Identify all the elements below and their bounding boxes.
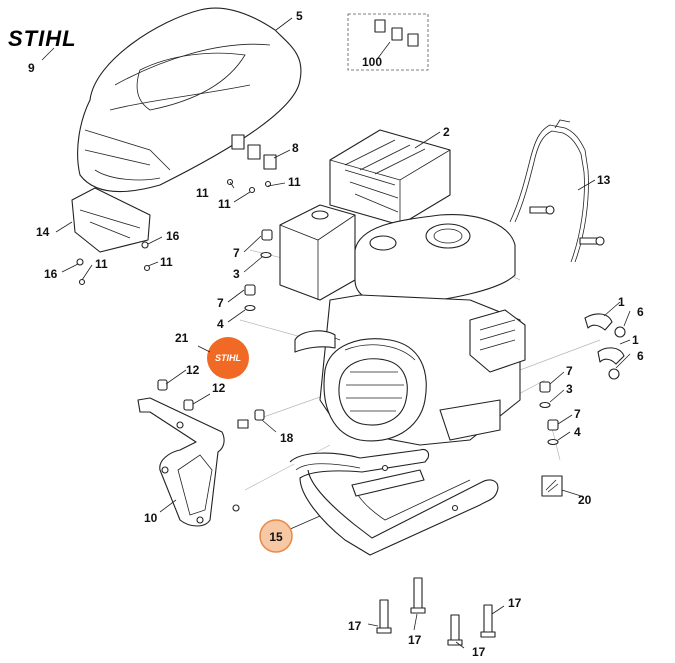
mounts-left: [244, 229, 273, 312]
callout-11: 11: [160, 255, 173, 269]
callout-6: 6: [637, 305, 644, 319]
callout-12: 12: [186, 363, 200, 377]
callout-11: 11: [218, 197, 231, 211]
engine: [279, 129, 526, 446]
leader-lines: [41, 17, 631, 649]
callout-17: 17: [408, 633, 422, 647]
callout-9: 9: [28, 61, 35, 75]
callout-21: 21: [175, 331, 189, 345]
plugs: [157, 379, 265, 429]
callout-15-highlight[interactable]: 15: [259, 519, 293, 553]
frame: [289, 448, 499, 556]
callout-3: 3: [233, 267, 240, 281]
callout-labels: 9 5 100 2 8 11 11 11 13 14 16 11 11 16 7…: [28, 9, 644, 659]
callout-20: 20: [578, 493, 592, 507]
callout-2: 2: [443, 125, 450, 139]
callout-18: 18: [280, 431, 294, 445]
clamps: [584, 313, 626, 380]
callout-14: 14: [36, 225, 50, 239]
callout-11: 11: [95, 257, 108, 271]
callout-8: 8: [292, 141, 299, 155]
callout-11: 11: [288, 175, 301, 189]
callout-5: 5: [296, 9, 303, 23]
callout-7: 7: [574, 407, 581, 421]
handle-bar: [509, 119, 605, 263]
callout-7: 7: [217, 296, 224, 310]
stihl-decal: STIHL: [207, 337, 249, 379]
callout-1: 1: [632, 333, 639, 347]
callout-7: 7: [233, 246, 240, 260]
decal-brand: STIHL: [215, 353, 241, 363]
front-bracket: [71, 187, 151, 286]
callout-3: 3: [566, 382, 573, 396]
kit-box: [347, 13, 429, 71]
callout-1: 1: [618, 295, 625, 309]
callout-17: 17: [472, 645, 486, 659]
mounts-right: [539, 381, 559, 446]
callout-7: 7: [566, 364, 573, 378]
callout-13: 13: [597, 173, 611, 187]
callout-6: 6: [637, 349, 644, 363]
callout-100: 100: [362, 55, 382, 69]
gasket-plate: [137, 397, 240, 527]
callout-11: 11: [196, 186, 209, 200]
callout-16: 16: [166, 229, 180, 243]
callout-16: 16: [44, 267, 58, 281]
callout-10: 10: [144, 511, 158, 525]
engine-cover: [77, 7, 302, 193]
cover-clips: [226, 134, 277, 194]
callout-17: 17: [508, 596, 522, 610]
stihl-logo: STIHL: [8, 26, 77, 51]
bolts: [376, 577, 496, 646]
callout-4: 4: [574, 425, 581, 439]
callout-15: 15: [269, 530, 283, 544]
callout-17: 17: [348, 619, 362, 633]
callout-4: 4: [217, 317, 224, 331]
warning-label: [541, 475, 563, 497]
callout-12: 12: [212, 381, 226, 395]
